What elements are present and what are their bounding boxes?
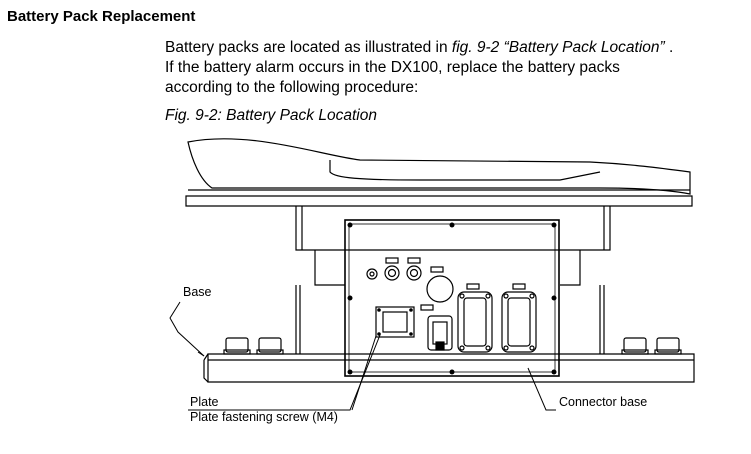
callout-plate: Plate xyxy=(190,395,219,409)
para-text-1: Battery packs are located as illustrated… xyxy=(165,39,452,56)
callout-base: Base xyxy=(183,285,212,299)
foot-left-1 xyxy=(223,337,251,355)
foot-right-1 xyxy=(621,337,649,355)
para-line-2: If the battery alarm occurs in the DX100… xyxy=(165,59,620,76)
panel-screws xyxy=(347,222,557,375)
callout-plate-screw: Plate fastening screw (M4) xyxy=(190,410,338,424)
leader-plate-screw xyxy=(351,335,377,411)
leader-connector-base xyxy=(527,367,556,411)
para-line-3: according to the following procedure: xyxy=(165,79,419,96)
cabinet-lid xyxy=(187,138,691,195)
leader-plate xyxy=(188,334,381,411)
small-connector-2 xyxy=(384,257,400,281)
section-heading: Battery Pack Replacement xyxy=(7,8,196,25)
figure-caption: Fig. 9-2: Battery Pack Location xyxy=(165,107,377,124)
foot-right-2 xyxy=(654,337,682,355)
leader-base xyxy=(169,301,205,357)
body-paragraph: Battery packs are located as illustrated… xyxy=(165,38,725,98)
figure-reference-link[interactable]: fig. 9-2 “Battery Pack Location” xyxy=(451,39,665,56)
round-cap xyxy=(426,275,454,303)
callout-connector-base: Connector base xyxy=(559,395,648,409)
base xyxy=(207,353,695,383)
foot-left-2 xyxy=(256,337,284,355)
battery-connector xyxy=(420,304,453,351)
large-connector-left xyxy=(457,283,493,353)
para-text-2: . xyxy=(664,39,674,56)
small-connector-1 xyxy=(366,268,378,280)
battery-plate xyxy=(375,306,415,338)
small-connector-3 xyxy=(406,257,422,281)
large-connector-right xyxy=(501,283,537,353)
cabinet-rim xyxy=(185,195,693,207)
